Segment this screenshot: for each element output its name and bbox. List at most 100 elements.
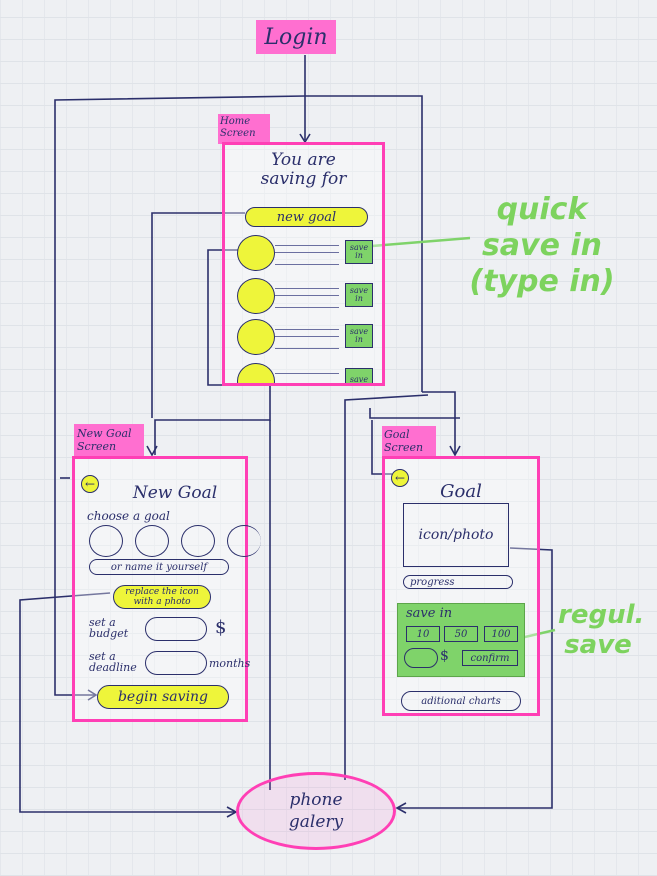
- goal-option-circle[interactable]: [227, 525, 261, 557]
- goal-option-circle[interactable]: [135, 525, 169, 557]
- quick-save-annotation: quick save in (type in): [462, 192, 622, 300]
- goal-title: Goal: [440, 481, 482, 502]
- login-box[interactable]: Login: [256, 20, 336, 54]
- icon-photo-box[interactable]: icon/photo: [403, 503, 509, 567]
- deadline-line-2: deadline: [89, 661, 137, 674]
- goal-row[interactable]: save: [237, 363, 377, 383]
- regular-save-line-2: save: [564, 630, 632, 660]
- quick-save-line-3: (type in): [469, 264, 615, 299]
- goal-option-circle[interactable]: [181, 525, 215, 557]
- quick-save-line-2: save in: [481, 228, 603, 263]
- custom-amount-input[interactable]: [404, 648, 438, 668]
- save-in-panel: save in 10 50 100 $ confirm: [397, 603, 525, 677]
- goal-lines: [275, 329, 339, 349]
- save-in-button[interactable]: save in: [345, 283, 373, 307]
- amount-50-button[interactable]: 50: [444, 626, 478, 642]
- save-in-button[interactable]: save in: [345, 324, 373, 348]
- replace-line-1: replace the icon: [125, 587, 199, 597]
- gallery-line-2: galery: [288, 812, 344, 832]
- goal-avatar: [237, 235, 275, 271]
- months-label: months: [209, 657, 251, 670]
- deadline-input[interactable]: [145, 651, 207, 675]
- amount-100-label: 100: [491, 628, 511, 640]
- save-label: save: [349, 327, 369, 336]
- in-label: in: [355, 251, 363, 260]
- budget-line-2: budget: [89, 627, 129, 640]
- goal-option-circle[interactable]: [89, 525, 123, 557]
- name-it-yourself-field[interactable]: or name it yourself: [89, 559, 229, 575]
- goal-line-mid: [275, 336, 339, 337]
- goal-screen: ← Goal icon/photo progress save in 10 50…: [382, 456, 540, 716]
- amount-10-button[interactable]: 10: [406, 626, 440, 642]
- progress-bar: progress: [403, 575, 513, 589]
- goal-avatar: [237, 278, 275, 314]
- begin-saving-button[interactable]: begin saving: [97, 685, 229, 709]
- back-arrow-glyph: ←: [394, 471, 406, 485]
- confirm-button[interactable]: confirm: [462, 650, 518, 666]
- begin-saving-label: begin saving: [117, 689, 209, 705]
- goal-row[interactable]: save in: [237, 319, 377, 359]
- back-arrow-icon[interactable]: ←: [391, 469, 409, 487]
- back-arrow-glyph: ←: [84, 477, 96, 491]
- goal-row[interactable]: save in: [237, 235, 377, 275]
- budget-input[interactable]: [145, 617, 207, 641]
- save-in-label: save in: [406, 606, 453, 621]
- goal-avatar: [237, 363, 275, 383]
- amount-50-label: 50: [454, 628, 468, 640]
- gallery-line-1: phone: [289, 790, 343, 810]
- home-title-line-2: saving for: [260, 169, 347, 189]
- amount-100-button[interactable]: 100: [484, 626, 518, 642]
- home-title: You are saving for: [225, 151, 382, 189]
- deadline-line-1: set a: [89, 650, 116, 663]
- goal-row[interactable]: save in: [237, 278, 377, 318]
- regular-save-annotation: regul. save: [558, 600, 645, 660]
- choose-goal-label: choose a goal: [87, 509, 170, 523]
- home-tag-line-1: Home: [220, 116, 251, 127]
- goal-lines: [275, 288, 339, 308]
- new-goal-screen-tag: New Goal Screen: [74, 424, 144, 456]
- icon-photo-label: icon/photo: [418, 527, 494, 543]
- save-label: save: [349, 243, 369, 252]
- additional-charts-label: aditional charts: [421, 695, 501, 707]
- save-label: save: [349, 375, 369, 384]
- new-goal-label: new goal: [276, 209, 337, 225]
- in-label: in: [355, 294, 363, 303]
- save-in-button[interactable]: save in: [345, 240, 373, 264]
- replace-line-2: with a photo: [133, 597, 191, 607]
- goal-avatar: [237, 319, 275, 355]
- set-deadline-label: set a deadline: [89, 651, 137, 673]
- quick-save-line-1: quick: [496, 192, 588, 227]
- in-label: in: [355, 335, 363, 344]
- new-goal-title: New Goal: [132, 483, 218, 503]
- home-title-line-1: You are: [271, 150, 336, 170]
- replace-icon-button[interactable]: replace the icon with a photo: [113, 585, 211, 609]
- custom-currency: $: [440, 648, 449, 664]
- goal-line-mid: [275, 252, 339, 253]
- phone-gallery-node[interactable]: phone galery: [236, 772, 396, 850]
- goal-line-mid: [275, 295, 339, 296]
- budget-currency: $: [215, 617, 227, 638]
- confirm-label: confirm: [470, 652, 510, 664]
- regular-save-line-1: regul.: [558, 600, 645, 630]
- login-label: Login: [264, 24, 328, 50]
- home-tag-line-2: Screen: [220, 128, 256, 139]
- goal-lines: [275, 373, 339, 383]
- new-goal-button[interactable]: new goal: [245, 207, 368, 227]
- back-arrow-icon[interactable]: ←: [81, 475, 99, 493]
- new-goal-screen: ← New Goal choose a goal or name it your…: [72, 456, 261, 722]
- home-screen-tag: Home Screen: [218, 114, 270, 144]
- new-goal-tag-line-2: Screen: [77, 440, 117, 453]
- name-it-label: or name it yourself: [110, 561, 208, 573]
- home-screen: You are saving for new goal save in save…: [222, 142, 385, 386]
- set-budget-label: set a budget: [89, 617, 128, 639]
- progress-label: progress: [410, 576, 455, 588]
- save-label: save: [349, 286, 369, 295]
- goal-lines: [275, 245, 339, 265]
- amount-10-label: 10: [416, 628, 430, 640]
- additional-charts-button[interactable]: aditional charts: [401, 691, 521, 711]
- save-in-button[interactable]: save: [345, 368, 373, 383]
- goal-tag-line-2: Screen: [384, 441, 424, 454]
- goal-tag-line-1: Goal: [384, 428, 410, 441]
